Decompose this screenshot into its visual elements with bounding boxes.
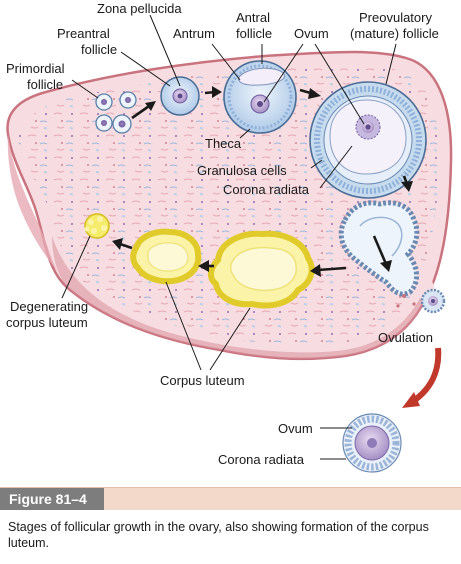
label-degenerating-2: corpus luteum xyxy=(6,315,88,330)
label-ovulation: Ovulation xyxy=(378,330,433,345)
ovulated-ovum xyxy=(420,288,446,314)
figure-caption: Stages of follicular growth in the ovary… xyxy=(8,520,429,550)
label-corona-bottom: Corona radiata xyxy=(218,452,305,467)
corpus-luteum-medium xyxy=(130,228,202,285)
label-degenerating-1: Degenerating xyxy=(10,299,88,314)
released-ovum xyxy=(342,413,402,473)
label-antral-follicle-1: Antral xyxy=(236,10,270,25)
label-ovum-top: Ovum xyxy=(294,26,329,41)
label-granulosa: Granulosa cells xyxy=(197,163,287,178)
label-primordial-1: Primordial xyxy=(6,61,65,76)
label-primordial-2: follicle xyxy=(27,77,63,92)
label-preovulatory-1: Preovulatory xyxy=(359,10,432,25)
label-antrum: Antrum xyxy=(173,26,215,41)
label-corpus-luteum: Corpus luteum xyxy=(160,373,245,388)
label-preantral-2: follicle xyxy=(81,42,117,57)
degenerating-corpus-luteum xyxy=(84,213,110,239)
label-preovulatory-2: (mature) follicle xyxy=(350,26,439,41)
corpus-luteum-large xyxy=(208,230,315,309)
ovulation-arrow xyxy=(402,347,442,408)
leader-lines xyxy=(61,14,397,460)
primordial-follicles xyxy=(95,91,137,134)
labels: Zona pellucida Antral follicle Preovulat… xyxy=(6,1,439,467)
sequence-arrows xyxy=(112,86,413,277)
label-theca: Theca xyxy=(205,136,242,151)
figure-label: Figure 81–4 xyxy=(0,488,104,510)
label-antral-follicle-2: follicle xyxy=(236,26,272,41)
follicle-diagram: Zona pellucida Antral follicle Preovulat… xyxy=(6,1,453,473)
label-zona-pellucida: Zona pellucida xyxy=(97,1,182,16)
figure-bar: Figure 81–4 xyxy=(0,487,461,510)
antral-follicle xyxy=(223,60,297,134)
label-preantral-1: Preantral xyxy=(57,26,110,41)
preantral-follicle xyxy=(160,76,200,116)
preovulatory-follicle xyxy=(309,81,427,199)
label-corona-top: Corona radiata xyxy=(223,182,310,197)
label-ovum-bottom: Ovum xyxy=(278,421,313,436)
